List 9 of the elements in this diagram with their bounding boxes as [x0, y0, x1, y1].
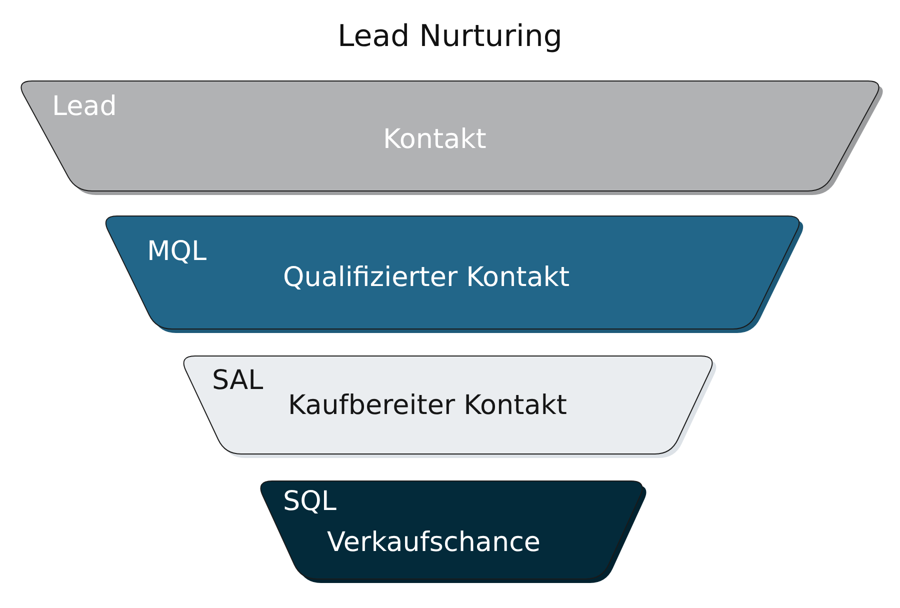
stage-label: Verkaufschance: [327, 526, 541, 560]
stage-abbreviation: SQL: [283, 485, 336, 519]
stage-abbreviation: Lead: [52, 90, 117, 124]
stage-abbreviation: SAL: [212, 364, 264, 398]
stage-abbreviation: MQL: [147, 235, 207, 269]
stage-label: Kontakt: [383, 123, 486, 157]
stage-label: Kaufbereiter Kontakt: [288, 389, 567, 423]
diagram-title: Lead Nurturing: [338, 18, 562, 56]
stage-label: Qualifizierter Kontakt: [283, 261, 570, 295]
